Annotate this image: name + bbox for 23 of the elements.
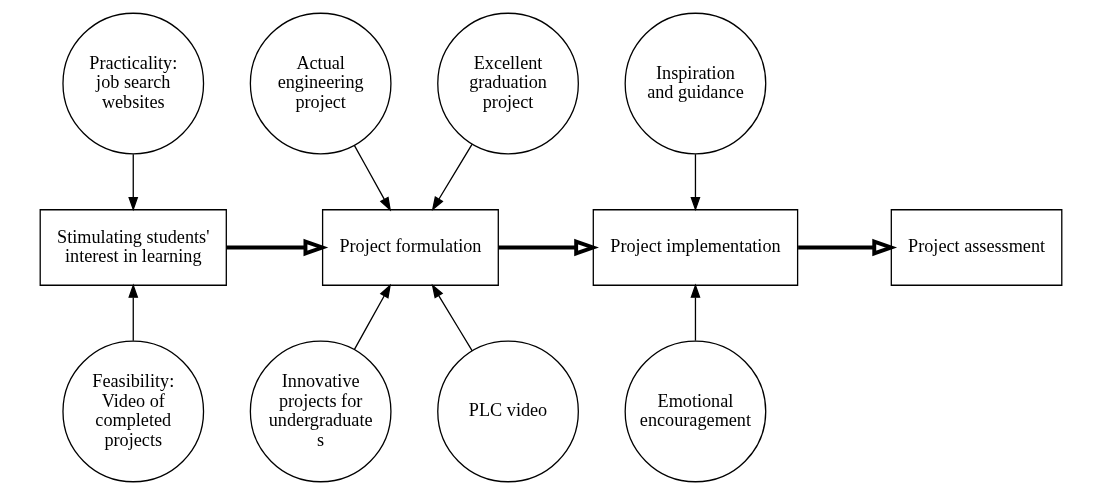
arrow [226, 238, 329, 257]
node-circle: Emotional encouragement [624, 340, 767, 483]
arrow [431, 283, 473, 352]
node-box: Project assessment [890, 209, 1063, 286]
node-circle: Actual engineering project [249, 12, 392, 155]
arrow [353, 144, 392, 212]
node-box: Stimulating students' interest in learning [39, 209, 227, 286]
node-box: Project formulation [321, 209, 499, 286]
node-circle: PLC video [437, 340, 579, 483]
arrow [498, 238, 599, 257]
arrow [798, 238, 898, 257]
node-circle: Inspiration and guidance [624, 12, 767, 155]
arrow [431, 143, 473, 211]
arrow [128, 283, 139, 342]
arrow [128, 153, 139, 212]
arrow [690, 153, 701, 212]
node-circle: Feasibility: Video of completed projects [62, 340, 205, 483]
node-circle: Innovative projects for undergraduates [249, 340, 392, 483]
node-box: Project implementation [592, 209, 799, 286]
node-circle: Practicality: job search websites [62, 12, 205, 155]
arrow [690, 283, 701, 342]
arrow [353, 283, 392, 351]
node-circle: Excellent graduation project [437, 12, 579, 155]
